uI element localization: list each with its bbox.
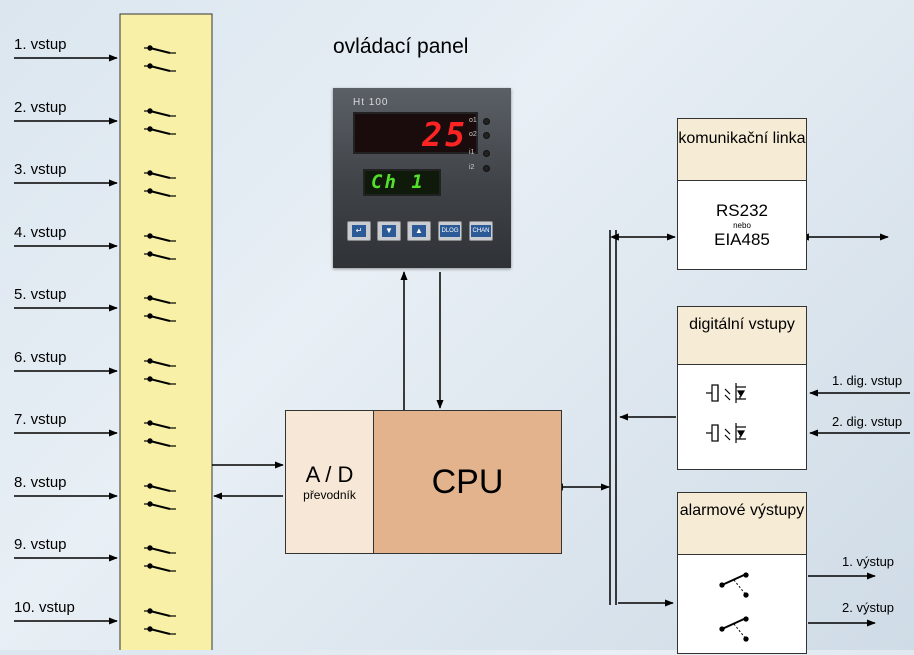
- optocoupler-icon-1: [706, 383, 746, 403]
- input-label-3: 3. vstup: [14, 161, 67, 178]
- switch-icon-9: [144, 545, 176, 572]
- panel-title: ovládací panel: [333, 35, 469, 58]
- cpu-block: CPU: [373, 410, 562, 554]
- input-label-7: 7. vstup: [14, 411, 67, 428]
- sub-display: Ch 1: [363, 169, 441, 196]
- input-label-8: 8. vstup: [14, 474, 67, 491]
- comm-line3: EIA485: [714, 229, 770, 249]
- input-label-10: 10. vstup: [14, 599, 75, 616]
- alarm-module: alarmové výstupy: [677, 492, 807, 654]
- comm-title: komunikační linka: [678, 119, 806, 181]
- led-o2: [483, 132, 490, 139]
- alarm-output-2-label: 2. výstup: [842, 600, 895, 615]
- chan-label: CHAN: [471, 225, 491, 237]
- input-label-6: 6. vstup: [14, 349, 67, 366]
- enter-icon: ↵: [352, 225, 366, 237]
- arrow-down-icon: ▼: [382, 225, 396, 237]
- optocoupler-icon-2: [706, 423, 746, 443]
- led-o1: [483, 118, 490, 125]
- alarm-title: alarmové výstupy: [678, 493, 806, 555]
- control-panel-device: Ht 100 25 Ch 1 o1 o2 i1 i2 ↵ ▼ ▲ DLOG CH…: [333, 88, 511, 268]
- switch-icon-7: [144, 420, 176, 447]
- switch-icon-8: [144, 483, 176, 510]
- dig-input-2-label: 2. dig. vstup: [832, 414, 903, 429]
- input-arrows: [14, 54, 118, 625]
- led-i1: [483, 150, 490, 157]
- switch-icon-6: [144, 358, 176, 385]
- main-display: 25: [353, 112, 478, 154]
- switch-icon-1: [144, 45, 176, 72]
- led-i2: [483, 165, 490, 172]
- led-label-o2: o2: [469, 131, 477, 138]
- ad-subtitle: převodník: [303, 488, 356, 502]
- up-button[interactable]: ▲: [407, 221, 431, 241]
- enter-button[interactable]: ↵: [347, 221, 371, 241]
- chan-button[interactable]: CHAN: [469, 221, 493, 241]
- device-brand: Ht 100: [353, 97, 389, 108]
- switch-symbols: [144, 45, 176, 635]
- led-label-i1: i1: [469, 149, 475, 156]
- led-label-i2: i2: [469, 164, 475, 171]
- dig-module: digitální vstupy: [677, 306, 807, 470]
- input-label-4: 4. vstup: [14, 224, 67, 241]
- switch-icon-10: [144, 608, 176, 635]
- comm-line1: RS232: [716, 200, 768, 220]
- dlog-label: DLOG: [440, 225, 460, 237]
- relay-contact-icon-2: [719, 616, 749, 642]
- switch-icon-5: [144, 295, 176, 322]
- cpu-label: CPU: [431, 462, 504, 501]
- sub-display-value: Ch 1: [371, 171, 425, 193]
- input-label-1: 1. vstup: [14, 36, 67, 53]
- switch-icon-2: [144, 108, 176, 135]
- comm-line2: nebo: [733, 220, 751, 230]
- switch-bar: [119, 13, 213, 650]
- input-label-2: 2. vstup: [14, 99, 67, 116]
- dig-title: digitální vstupy: [678, 307, 806, 365]
- ad-converter-block: A / D převodník: [285, 410, 374, 554]
- switch-icon-4: [144, 233, 176, 260]
- dlog-button[interactable]: DLOG: [438, 221, 462, 241]
- arrow-up-icon: ▲: [412, 225, 426, 237]
- down-button[interactable]: ▼: [377, 221, 401, 241]
- led-label-o1: o1: [469, 117, 477, 124]
- comm-module: komunikační linka RS232 nebo EIA485: [677, 118, 807, 270]
- dig-input-1-label: 1. dig. vstup: [832, 373, 903, 388]
- switch-icon-3: [144, 170, 176, 197]
- input-label-9: 9. vstup: [14, 536, 67, 553]
- relay-contact-icons: [719, 572, 749, 642]
- optocoupler-icons: [706, 383, 746, 443]
- comm-body: RS232 nebo EIA485: [678, 181, 806, 269]
- relay-contact-icon-1: [719, 572, 749, 598]
- alarm-output-1-label: 1. výstup: [842, 554, 895, 569]
- input-label-5: 5. vstup: [14, 286, 67, 303]
- main-display-value: 25: [422, 115, 468, 154]
- ad-title: A / D: [305, 462, 354, 487]
